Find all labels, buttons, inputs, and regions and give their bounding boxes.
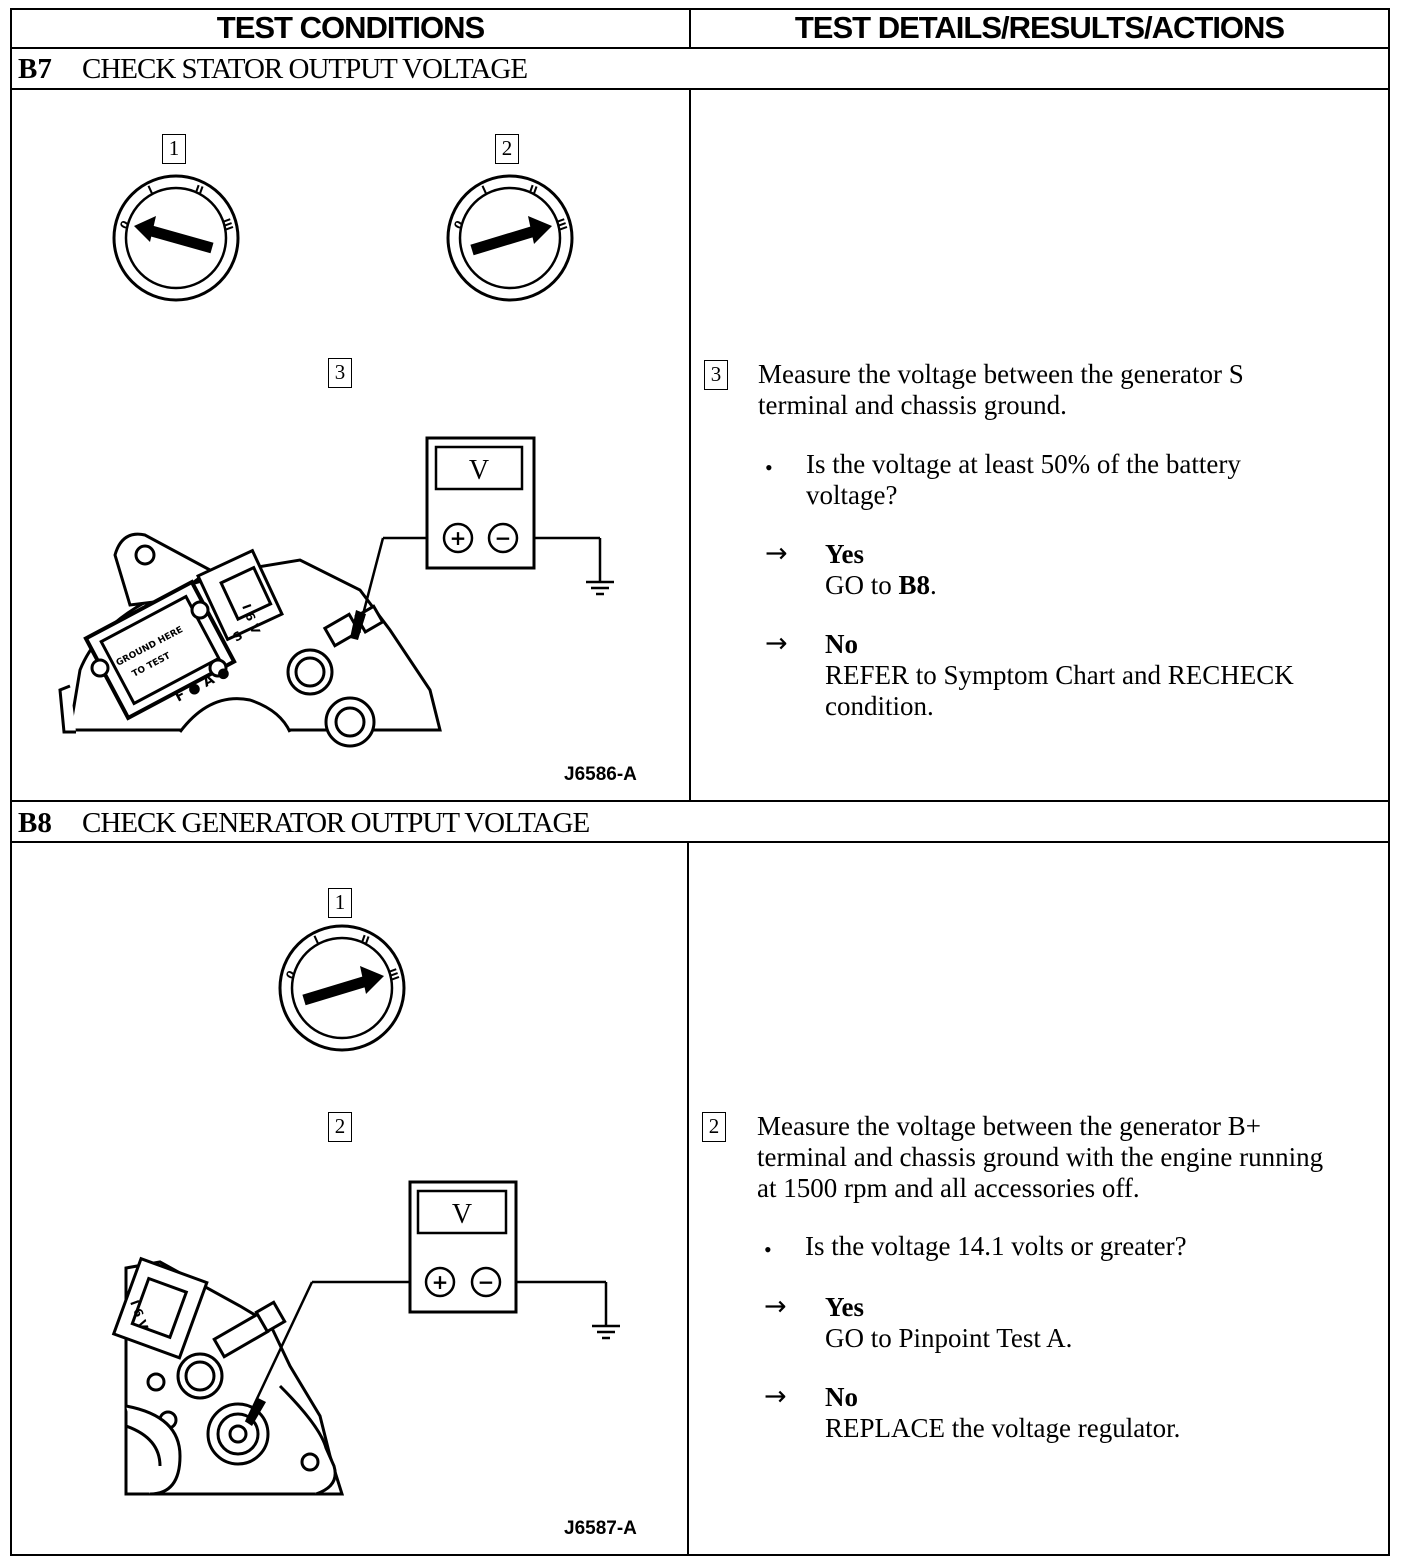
header-divider	[10, 47, 1390, 49]
b8-column-divider	[687, 842, 689, 1556]
svg-text:III: III	[385, 967, 401, 983]
b8-meter-label: V	[452, 1199, 472, 1230]
ignition-switch-icon: 0 I II III	[278, 924, 406, 1052]
b7-no-block: No REFER to Symptom Chart and RECHECK co…	[825, 629, 1365, 722]
b8-title: CHECK GENERATOR OUTPUT VOLTAGE	[82, 807, 590, 839]
b7-step-text: Measure the voltage between the generato…	[758, 359, 1244, 420]
b8-title-divider	[10, 841, 1390, 843]
b8-figure-id: J6587-A	[564, 1518, 637, 1539]
b8-step-number: 2	[702, 1112, 726, 1142]
voltmeter-icon: V + −	[425, 436, 536, 570]
b7-yes-label: Yes	[825, 539, 864, 569]
b7-section-heading: B7 CHECK STATOR OUTPUT VOLTAGE	[18, 49, 528, 89]
b8-illustration: I 6 V V + −	[111, 1180, 620, 1496]
ground-symbol-icon	[592, 1324, 620, 1340]
b7-yes-action-suffix: .	[930, 570, 937, 600]
b7-b8-divider	[10, 800, 1390, 802]
b7-no-action: REFER to Symptom Chart and RECHECK condi…	[825, 660, 1294, 721]
arrow-right-icon: →	[764, 1291, 787, 1322]
b7-step-number: 3	[704, 360, 728, 390]
b8-section-heading: B8 CHECK GENERATOR OUTPUT VOLTAGE	[18, 803, 590, 843]
b7-yes-action-link: B8	[898, 570, 931, 600]
b7-callout-3: 3	[328, 358, 352, 388]
svg-text:III: III	[219, 217, 235, 233]
svg-text:I: I	[312, 933, 321, 947]
b7-title: CHECK STATOR OUTPUT VOLTAGE	[82, 53, 528, 85]
generator-icon	[58, 532, 442, 748]
header-test-details: TEST DETAILS/RESULTS/ACTIONS	[794, 10, 1285, 45]
b8-question: Is the voltage 14.1 volts or greater?	[805, 1231, 1187, 1261]
b8-bullet-icon: •	[764, 1237, 772, 1262]
b7-column-divider	[689, 89, 691, 801]
b7-title-divider	[10, 88, 1390, 90]
b7-figure-id: J6586-A	[564, 764, 637, 785]
header-test-conditions: TEST CONDITIONS	[216, 10, 485, 45]
svg-text:I: I	[480, 183, 489, 197]
minus-terminal: −	[478, 1270, 495, 1294]
generator-icon	[111, 1256, 345, 1496]
svg-text:I: I	[146, 183, 155, 197]
test-table	[10, 8, 1390, 1556]
b8-no-block: No REPLACE the voltage regulator.	[825, 1382, 1180, 1444]
voltmeter-icon: V + −	[408, 1180, 518, 1314]
b8-yes-block: Yes GO to Pinpoint Test A.	[825, 1292, 1072, 1354]
probe-icon	[350, 537, 385, 640]
b8-id: B8	[18, 807, 52, 839]
b7-yes-block: Yes GO to B8.	[825, 539, 937, 601]
b7-callout-2: 2	[495, 134, 519, 164]
b7-meter-label: V	[469, 455, 489, 486]
b8-step-text: Measure the voltage between the generato…	[757, 1111, 1324, 1203]
b7-question: Is the voltage at least 50% of the batte…	[806, 449, 1241, 510]
arrow-right-icon: →	[765, 538, 788, 569]
b8-callout-2: 2	[328, 1112, 352, 1142]
b8-yes-action: GO to Pinpoint Test A.	[825, 1323, 1073, 1353]
probe-icon	[244, 1281, 314, 1426]
b7-id: B7	[18, 53, 52, 85]
ignition-switch-icon: 0 I II III	[446, 174, 574, 302]
arrow-right-icon: →	[765, 628, 788, 659]
b8-no-label: No	[825, 1382, 858, 1412]
b7-callout-1: 1	[162, 134, 186, 164]
minus-terminal: −	[495, 526, 512, 550]
plus-terminal: +	[432, 1270, 449, 1294]
b8-yes-label: Yes	[825, 1292, 864, 1322]
b7-no-label: No	[825, 629, 858, 659]
b7-bullet-icon: •	[765, 455, 773, 480]
arrow-right-icon: →	[764, 1381, 787, 1412]
plus-terminal: +	[450, 526, 467, 550]
b8-callout-1: 1	[328, 888, 352, 918]
header-column-divider	[689, 8, 691, 48]
b7-yes-action-prefix: GO to	[825, 570, 899, 600]
ignition-switch-icon: 0 I II III	[112, 174, 240, 302]
b7-illustration: GROUND HERE TO TEST F ● A ● S I 6 V V + …	[58, 436, 614, 748]
svg-text:III: III	[553, 217, 569, 233]
b8-no-action: REPLACE the voltage regulator.	[825, 1413, 1181, 1443]
ground-symbol-icon	[586, 580, 614, 596]
